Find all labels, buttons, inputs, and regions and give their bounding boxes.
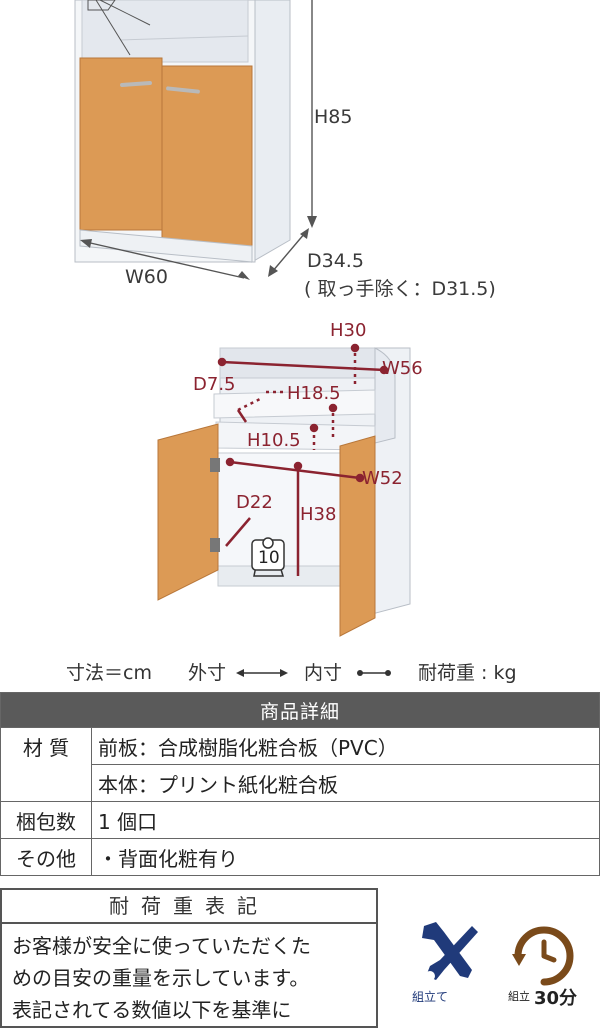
package-label: 梱包数 [0, 801, 92, 839]
other-value: ・背面化粧有り [91, 838, 600, 876]
w56-label: W56 [382, 358, 423, 379]
legend-inner: 内寸 [304, 662, 343, 684]
outer-arrow-icon [236, 669, 288, 677]
width-dimension-label: W60 [125, 266, 168, 288]
inner-marker-icon [357, 670, 391, 676]
cabinet-inner-drawing [157, 343, 411, 637]
h38-label: H38 [300, 504, 337, 525]
load-weight-value: 10 [258, 548, 280, 568]
table-row: 材 質 前板：合成樹脂化粧合板（PVC） [0, 727, 600, 802]
material-front: 前板：合成樹脂化粧合板（PVC） [91, 727, 600, 765]
h10-5-label: H10.5 [247, 430, 301, 451]
cabinet-outer-drawing [74, 0, 317, 280]
table-row: 本体：プリント紙化粧合板 [1, 764, 600, 802]
depth-dimension-label: D34.5 [307, 250, 364, 272]
material-label: 材 質 [0, 727, 92, 802]
notice-line: 表記されてる数値以下を基準に [12, 998, 292, 1022]
load-notice-box: 耐荷重表記 お客様が安全に使っていただくた めの目安の重量を示しています。 表記… [0, 888, 378, 1028]
legend-unit: 寸法＝cm [66, 662, 152, 684]
h18-5-label: H18.5 [287, 383, 341, 404]
w52-label: W52 [362, 468, 403, 489]
legend-load: 耐荷重 : kg [418, 662, 517, 684]
table-row: 梱包数 1 個口 [0, 801, 600, 839]
package-value: 1 個口 [91, 801, 600, 839]
h30-label: H30 [330, 320, 367, 341]
assembly-tools-icon [422, 922, 478, 981]
notice-line: めの目安の重量を示しています。 [12, 966, 310, 990]
assembly-label: 組立て [412, 990, 449, 1004]
notice-title: 耐荷重表記 [2, 890, 376, 924]
other-label: その他 [0, 838, 92, 876]
notice-line: お客様が安全に使っていただくた [12, 934, 311, 958]
height-dimension-label: H85 [314, 106, 353, 128]
time-value: 30分 [534, 988, 578, 1009]
d7-5-label: D7.5 [193, 374, 236, 395]
depth-note-label: ( 取っ手除く：D31.5) [304, 278, 496, 300]
material-body: 本体：プリント紙化粧合板 [91, 764, 600, 802]
dimension-legend: 寸法＝cm 外寸 内寸 耐荷重 : kg [0, 655, 600, 687]
d22-label: D22 [236, 492, 273, 513]
assembly-timer-icon [512, 926, 574, 986]
time-label: 組立 [508, 990, 530, 1003]
product-detail-table: 商品詳細 材 質 前板：合成樹脂化粧合板（PVC） 本体：プリント紙化粧合板 梱… [0, 692, 600, 876]
table-header: 商品詳細 [0, 692, 600, 728]
legend-outer: 外寸 [188, 662, 227, 684]
table-row: その他 ・背面化粧有り [0, 838, 600, 876]
